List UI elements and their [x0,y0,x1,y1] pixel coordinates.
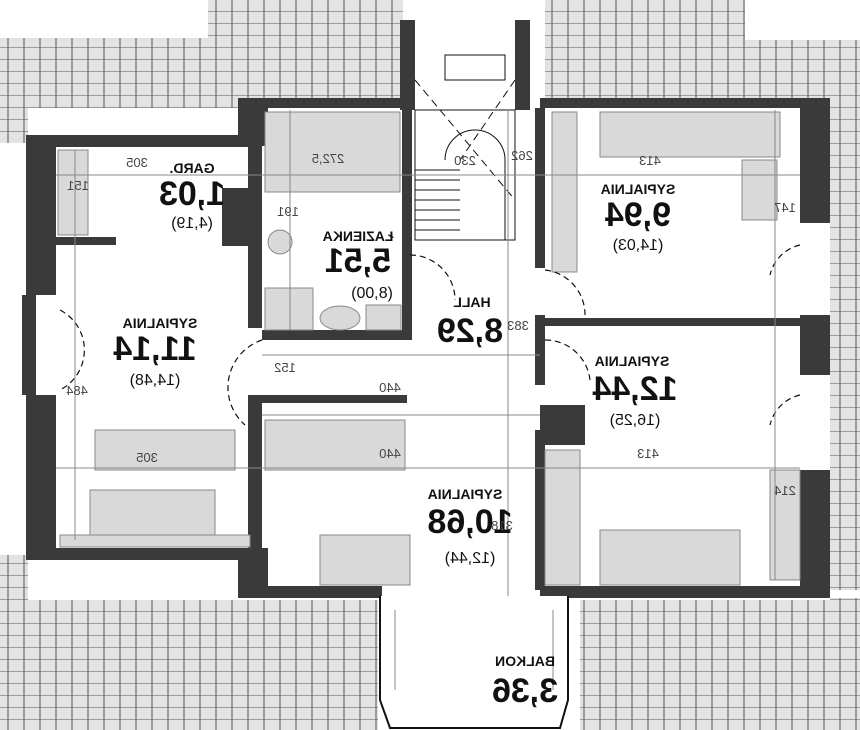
dim-318: 318 [491,518,513,533]
dim-440-a: 440 [379,380,401,395]
exterior-walls [22,20,830,646]
room-name-garderoba: GARD. [169,160,214,176]
room-area-sub-garderoba: (4,19) [171,215,213,232]
interior-walls [56,108,800,590]
balcony [379,596,569,729]
room-area-sub-lazienka: (8,00) [351,285,393,302]
room-area-sypialnia-topright: 9,94 [605,196,671,234]
dim-152: 152 [274,360,296,375]
dim-262: 262 [511,148,533,163]
fixtures [57,111,801,586]
room-area-balkon: 3,36 [492,672,558,710]
dim-305-bottom: 305 [136,450,158,465]
staircase [414,54,516,241]
room-area-hall: 8,29 [437,312,503,350]
dim-383: 383 [507,318,529,333]
grid-lines [56,110,800,600]
dim-151: 151 [67,178,89,193]
dim-413-top: 413 [639,153,661,168]
room-area-sub-sypialnia-left: (14,48) [130,372,181,389]
dim-440-b: 440 [379,446,401,461]
dim-484: 484 [66,383,88,398]
dim-272: 272,5 [312,151,345,166]
room-area-sypialnia-bottom: 10,68 [427,503,512,541]
room-area-sypialnia-midright: 12,44 [592,370,677,408]
labels-layer: SYPIALNIA 11,14 (14,48) GARD. 1,03 (4,19… [66,148,796,710]
room-area-sypialnia-left: 11,14 [113,330,196,368]
dim-230: 230 [454,153,476,168]
room-name-lazienka: ŁAZIENKA [323,228,394,244]
dim-214: 214 [774,483,796,498]
room-area-sub-sypialnia-bottom: (12,44) [445,550,496,567]
dim-305-top: 305 [126,155,148,170]
room-name-sypialnia-left: SYPIALNIA [123,315,198,331]
dim-413-mid: 413 [637,446,659,461]
dim-147: 147 [774,200,796,215]
room-name-hall: HALL [453,294,491,310]
room-area-garderoba: 1,03 [159,175,225,213]
room-area-sub-sypialnia-midright: (16,25) [610,412,661,429]
room-area-sub-sypialnia-topright: (14,03) [613,237,664,254]
room-name-balkon: BALKON [495,653,555,669]
room-name-sypialnia-midright: SYPIALNIA [595,353,670,369]
room-area-lazienka: 5,51 [325,242,391,280]
room-name-sypialnia-bottom: SYPIALNIA [428,486,503,502]
room-name-sypialnia-topright: SYPIALNIA [601,181,676,197]
dim-191: 191 [277,204,299,219]
